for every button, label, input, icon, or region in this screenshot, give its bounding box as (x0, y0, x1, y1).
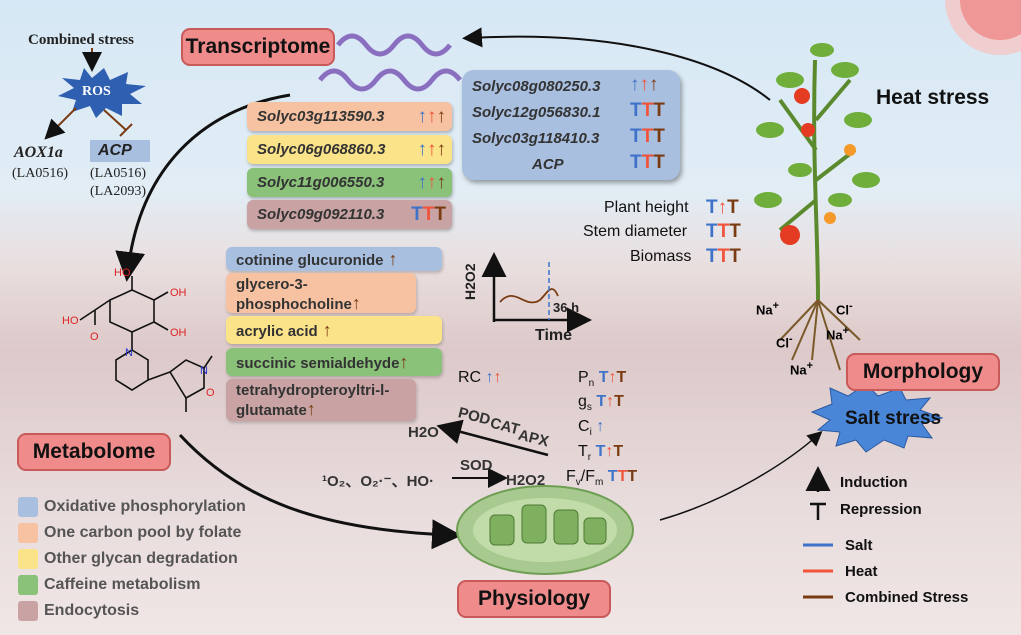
metabolite-label: cotinine glucuronide (236, 252, 384, 269)
metabolite-label: acrylic acid (236, 323, 318, 340)
gene-box-2: Solyc06g068860.3 ↑↑↑ (247, 135, 452, 164)
gene-box-4: Solyc09g092110.3 TTT (247, 200, 452, 229)
svg-text:OH: OH (170, 287, 187, 299)
h2o2-label: H2O2 (506, 472, 546, 489)
arrows-up3: ↑↑↑ (417, 172, 447, 193)
gene-label: Solyc09g092110.3 (257, 206, 385, 223)
ion-na-1: Na+ (756, 300, 779, 318)
plant-height-arrows: T↑T (706, 197, 739, 218)
salt-stress-label: Salt stress (845, 408, 942, 429)
acp-line-2: (LA2093) (90, 184, 146, 199)
metabolite-box-1: cotinine glucuronide ↑ (226, 247, 442, 271)
metabolite-box-4: succinic semialdehyde↑ (226, 348, 442, 376)
ion-na-3: Na+ (790, 360, 813, 378)
arrows-up3: ↑↑↑ (417, 139, 447, 160)
repressed-gene-box: Solyc08g080250.3 Solyc12g056830.1 Solyc0… (462, 70, 680, 180)
pn-label: Pn T↑T (578, 369, 627, 390)
svg-text:O: O (90, 331, 99, 343)
h2o-label: H2O (408, 424, 439, 441)
rc-label: RC ↑↑ (458, 369, 502, 386)
arrows-up3: ↑↑↑ (630, 74, 659, 95)
combined-stress-label: Combined stress (28, 32, 134, 48)
graph-ylabel: H2O2 (462, 263, 478, 300)
stem-diameter-arrows: TTT (706, 221, 741, 242)
ros-label: ROS (82, 84, 111, 99)
plant-height-label: Plant height (604, 199, 689, 216)
physiology-title: Physiology (457, 580, 611, 618)
arrows-repress3: TTT (411, 204, 446, 225)
key-repression: Repression (840, 501, 922, 518)
blue-gene-1: Solyc08g080250.3 (472, 78, 601, 95)
metabolite-label: succinic semialdehyde (236, 355, 400, 372)
arrows-repress3: TTT (630, 100, 665, 121)
metabolite-label: glycero-3-phosphocholine (236, 276, 352, 313)
legend-swatch-mauve (18, 601, 38, 621)
arrows-repress3: TTT (630, 126, 665, 147)
sod-label: SOD (460, 457, 493, 474)
legend-label: Endocytosis (44, 602, 140, 619)
arrows-up3: ↑↑↑ (417, 106, 447, 127)
gene-label: Solyc03g113590.3 (257, 108, 385, 125)
svg-text:O: O (206, 387, 215, 399)
biomass-arrows: TTT (706, 246, 741, 267)
fvfm-label: Fv/Fm TTT (566, 468, 638, 489)
gene-label: Solyc11g006550.3 (257, 174, 385, 191)
blue-gene-3: Solyc03g118410.3 (472, 130, 600, 147)
metabolite-box-5: tetrahydropteroyltri-l-glutamate↑ (226, 379, 416, 421)
transcriptome-title: Transcriptome (181, 28, 335, 66)
legend-swatch-yellow (18, 549, 38, 569)
ros-species-label: ¹O₂、O₂·⁻、HO· (322, 473, 435, 490)
key-induction: Induction (840, 474, 908, 491)
blue-gene-2: Solyc12g056830.1 (472, 104, 601, 121)
gene-label: Solyc06g068860.3 (257, 141, 386, 158)
legend-label: Other glycan degradation (44, 550, 238, 567)
key-salt: Salt (845, 537, 873, 554)
acp-line-1: (LA0516) (90, 166, 146, 181)
graph-xlabel: Time (535, 327, 573, 344)
gene-box-1: Solyc03g113590.3 ↑↑↑ (247, 102, 452, 131)
arrows-repress3: TTT (630, 152, 665, 173)
legend-swatch-green (18, 575, 38, 595)
blue-gene-4: ACP (532, 156, 564, 173)
svg-text:N: N (125, 347, 133, 359)
gene-box-3: Solyc11g006550.3 ↑↑↑ (247, 168, 452, 197)
svg-text:OH: OH (170, 327, 187, 339)
biomass-label: Biomass (630, 248, 692, 265)
ci-label: Ci ↑ (578, 418, 605, 439)
metabolite-box-3: acrylic acid ↑ (226, 316, 442, 344)
gs-label: gs T↑T (578, 393, 624, 414)
key-heat: Heat (845, 563, 878, 580)
legend-label: One carbon pool by folate (44, 524, 242, 541)
metabolome-title: Metabolome (17, 433, 171, 471)
tr-label: Tr T↑T (578, 443, 624, 464)
legend-swatch-blue (18, 497, 38, 517)
stem-diameter-label: Stem diameter (583, 223, 688, 240)
legend-label: Caffeine metabolism (44, 576, 201, 593)
morphology-title: Morphology (846, 353, 1000, 391)
key-combined: Combined Stress (845, 589, 969, 606)
heat-stress-label: Heat stress (876, 86, 990, 109)
svg-text:N: N (200, 365, 208, 377)
graph-mark: 36 h (553, 300, 580, 315)
metabolite-box-2: glycero-3-phosphocholine↑ (226, 273, 416, 313)
svg-text:HO: HO (114, 267, 131, 279)
ion-cl-1: Cl- (836, 300, 853, 318)
acp-label: ACP (90, 140, 150, 162)
svg-text:HO: HO (62, 315, 79, 327)
aox-label: AOX1a (14, 144, 63, 161)
ion-na-2: Na+ (826, 325, 849, 343)
legend-swatch-orange (18, 523, 38, 543)
aox-line: (LA0516) (12, 166, 68, 181)
legend-label: Oxidative phosphorylation (44, 498, 246, 515)
metabolite-label: tetrahydropteroyltri-l-glutamate (236, 382, 390, 419)
ion-cl-2: Cl- (776, 333, 793, 351)
